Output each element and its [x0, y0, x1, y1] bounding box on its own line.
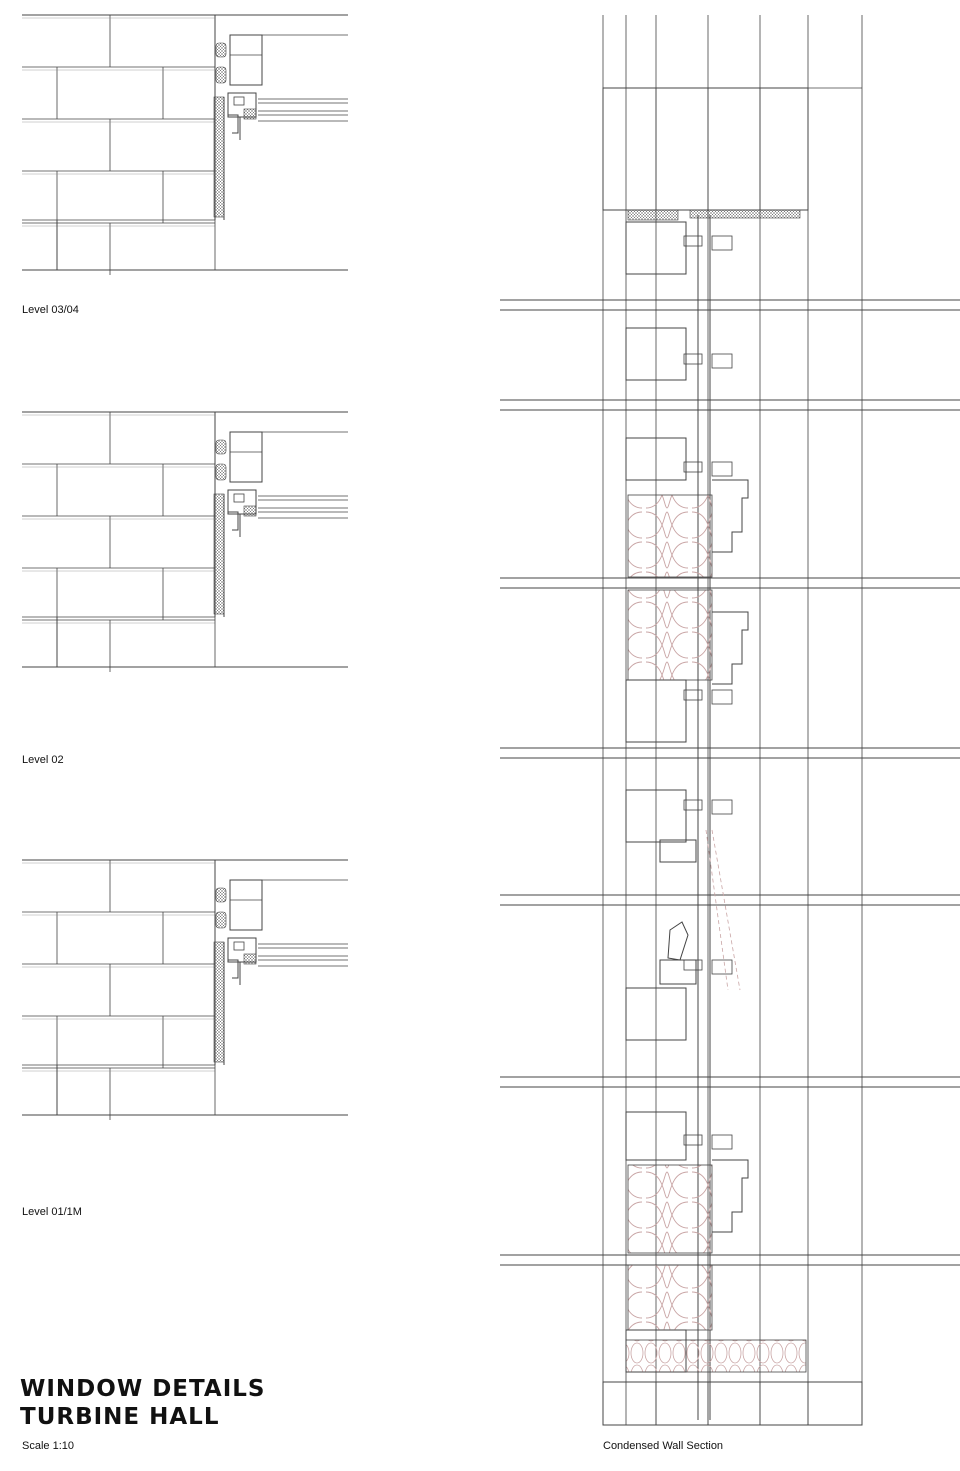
vent-frame	[659, 959, 697, 985]
brick-courses	[22, 14, 215, 275]
insulation-zone	[627, 589, 713, 681]
mullion-inner	[233, 493, 245, 503]
frame-clip	[683, 235, 703, 247]
frame-clip	[683, 353, 703, 365]
sheet-title-line-2: TURBINE HALL	[20, 1404, 220, 1430]
window-detail-1	[22, 14, 348, 275]
condensed-wall-section-drawing	[500, 15, 960, 1426]
frame-lip	[228, 959, 239, 979]
mullion-inner	[233, 941, 245, 951]
section-label: Condensed Wall Section	[603, 1440, 724, 1452]
sheet-scale: Scale 1:10	[22, 1440, 74, 1452]
insulation-zone	[627, 1164, 713, 1254]
window-detail-3	[22, 859, 348, 1120]
head-flashing	[689, 209, 801, 219]
frame-clip	[683, 689, 703, 701]
insulation-zone	[627, 494, 713, 578]
sill-profile	[712, 611, 749, 685]
sheet-title-line-1: WINDOW DETAILS	[20, 1376, 266, 1402]
seal-bottom	[215, 66, 227, 84]
cladding-strip	[213, 493, 225, 615]
sill-profile	[712, 479, 749, 553]
frame-block	[229, 431, 263, 483]
gasket	[243, 505, 257, 517]
head-seal	[627, 209, 679, 221]
pressure-plate	[711, 1134, 733, 1150]
precast-block	[602, 87, 809, 211]
transom-box	[625, 1111, 687, 1161]
transom-box	[625, 221, 687, 275]
mullion-profile	[227, 937, 257, 963]
frame-lip	[228, 511, 239, 531]
pressure-plate	[711, 461, 733, 477]
frame-block	[229, 34, 263, 86]
cladding-strip	[213, 941, 225, 1063]
gasket	[243, 108, 257, 120]
frame-clip	[683, 1134, 703, 1146]
cladding-strip	[213, 96, 225, 218]
seal-top	[215, 887, 227, 903]
mullion-profile	[227, 92, 257, 118]
vent-swing-indicator	[705, 829, 741, 991]
pressure-plate	[711, 959, 733, 975]
mullion-profile	[227, 489, 257, 515]
pressure-plate	[711, 353, 733, 369]
gasket	[243, 953, 257, 965]
seal-top	[215, 439, 227, 455]
window-detail-2	[22, 411, 348, 672]
frame-clip	[683, 461, 703, 473]
brick-courses	[22, 411, 215, 672]
window-detail-drawings	[22, 14, 348, 1120]
frame-block	[229, 879, 263, 931]
transom-box	[625, 437, 687, 481]
transom-box	[625, 987, 687, 1041]
transom-box	[625, 789, 687, 843]
frame-clip	[683, 959, 703, 971]
vent-hinge	[667, 921, 689, 961]
base-plinth	[602, 1381, 863, 1426]
mullion-inner	[233, 96, 245, 106]
seal-top	[215, 42, 227, 58]
base-fill	[625, 1339, 807, 1373]
detail-label-level-02: Level 02	[22, 754, 64, 766]
vent-frame-upper	[659, 839, 697, 863]
pressure-plate	[711, 799, 733, 815]
frame-lip	[228, 114, 239, 134]
frame-clip	[683, 799, 703, 811]
seal-bottom	[215, 463, 227, 481]
pressure-plate	[711, 235, 733, 251]
brick-courses	[22, 859, 215, 1120]
insulation-zone	[627, 1264, 713, 1331]
detail-label-level-03-04: Level 03/04	[22, 304, 79, 316]
seal-bottom	[215, 911, 227, 929]
detail-label-level-01-1m: Level 01/1M	[22, 1206, 82, 1218]
pressure-plate	[711, 689, 733, 705]
sill-profile	[712, 1159, 749, 1233]
